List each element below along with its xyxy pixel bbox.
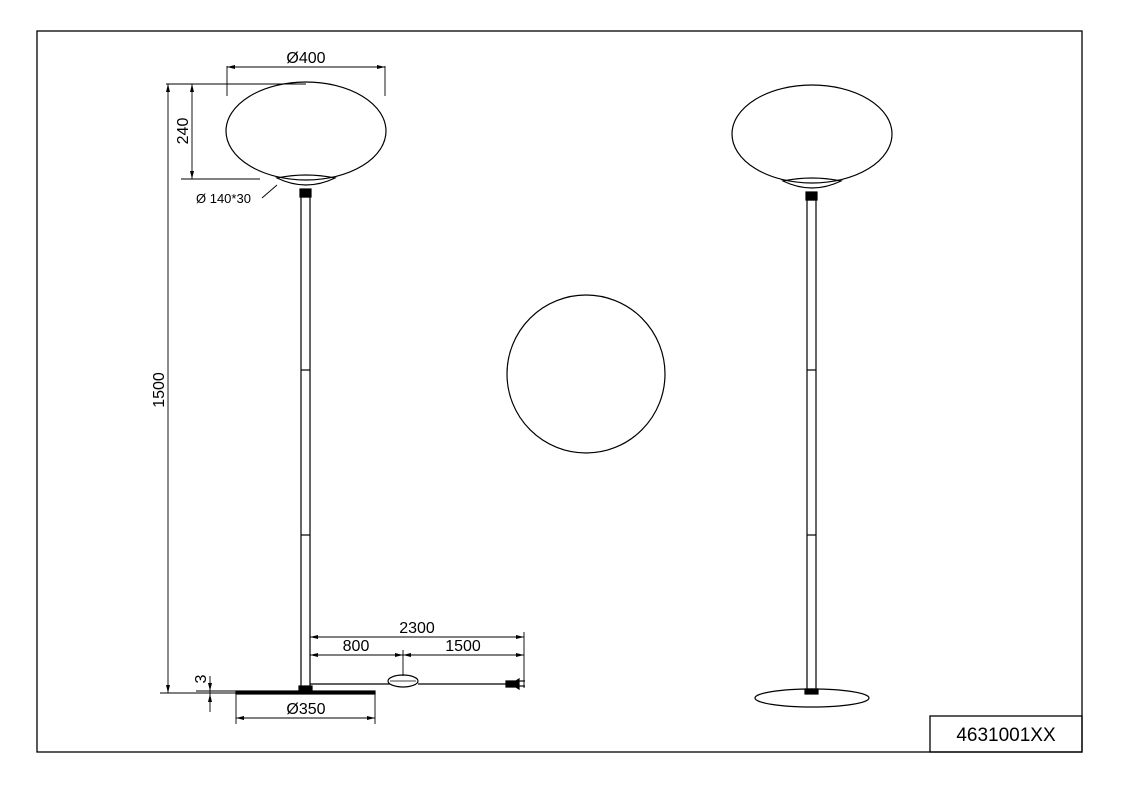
pole: [806, 199, 817, 694]
lamp-top-view: [506, 294, 666, 454]
title-block: 4631001XX: [929, 715, 1083, 753]
dim-cable-to-switch: 800: [343, 638, 370, 655]
lamp-side-view: [731, 84, 893, 708]
base-plate: [754, 688, 870, 708]
shade-holder: [275, 174, 337, 186]
dim-total-height: 1500: [151, 372, 168, 408]
plug: [505, 677, 520, 691]
shade-holder: [781, 177, 843, 189]
lamp-front-view-dimensioned: [225, 81, 525, 695]
dim-switch-to-plug: 1500: [445, 638, 481, 655]
glass-shade: [731, 84, 893, 184]
dim-base-diameter: Ø350: [286, 701, 325, 718]
dim-cable-total: 2300: [399, 620, 435, 637]
pole: [300, 196, 311, 692]
dim-holder: Ø 140*30: [196, 191, 251, 206]
dimension-arrows: [166, 65, 524, 720]
drawing-frame: [36, 30, 1083, 753]
dim-shade-diameter: Ø400: [286, 50, 325, 67]
dimension-lines: [160, 66, 525, 724]
part-number: 4631001XX: [956, 725, 1056, 746]
dim-base-thickness: 3: [193, 674, 210, 683]
glass-shade: [225, 81, 387, 181]
dim-shade-height: 240: [175, 118, 192, 145]
